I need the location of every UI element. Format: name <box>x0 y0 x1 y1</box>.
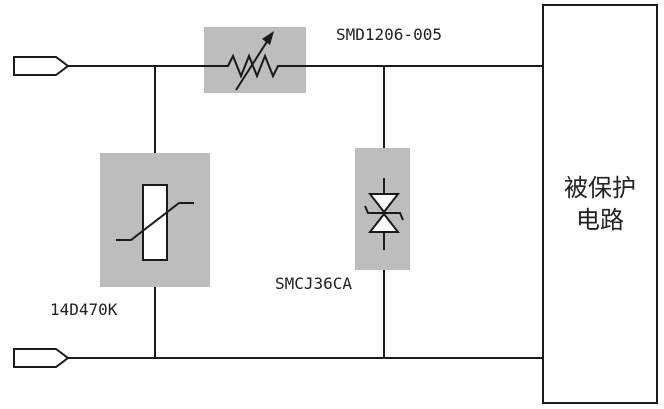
varistor-curve <box>116 202 194 241</box>
protected-circuit-label-line2: 电路 <box>576 206 624 234</box>
protected-circuit-box <box>542 4 658 404</box>
ptc-resistor-symbol <box>204 53 306 79</box>
ptc-arrow-head <box>262 31 274 45</box>
input-terminal-bottom <box>13 348 70 368</box>
mov-part-label: 14D470K <box>50 300 118 319</box>
ptc-part-label: SMD1206-005 <box>336 25 442 44</box>
tvs-part-label: SMCJ36CA <box>275 274 352 293</box>
ptc-arrow-shaft <box>235 39 269 91</box>
tvs-diode <box>355 148 410 270</box>
protected-circuit-label-line1: 被保护 <box>564 174 636 202</box>
input-terminal-top <box>13 56 70 76</box>
tvs-bar <box>364 205 404 221</box>
ptc-fuse <box>204 27 306 93</box>
varistor <box>100 153 210 287</box>
